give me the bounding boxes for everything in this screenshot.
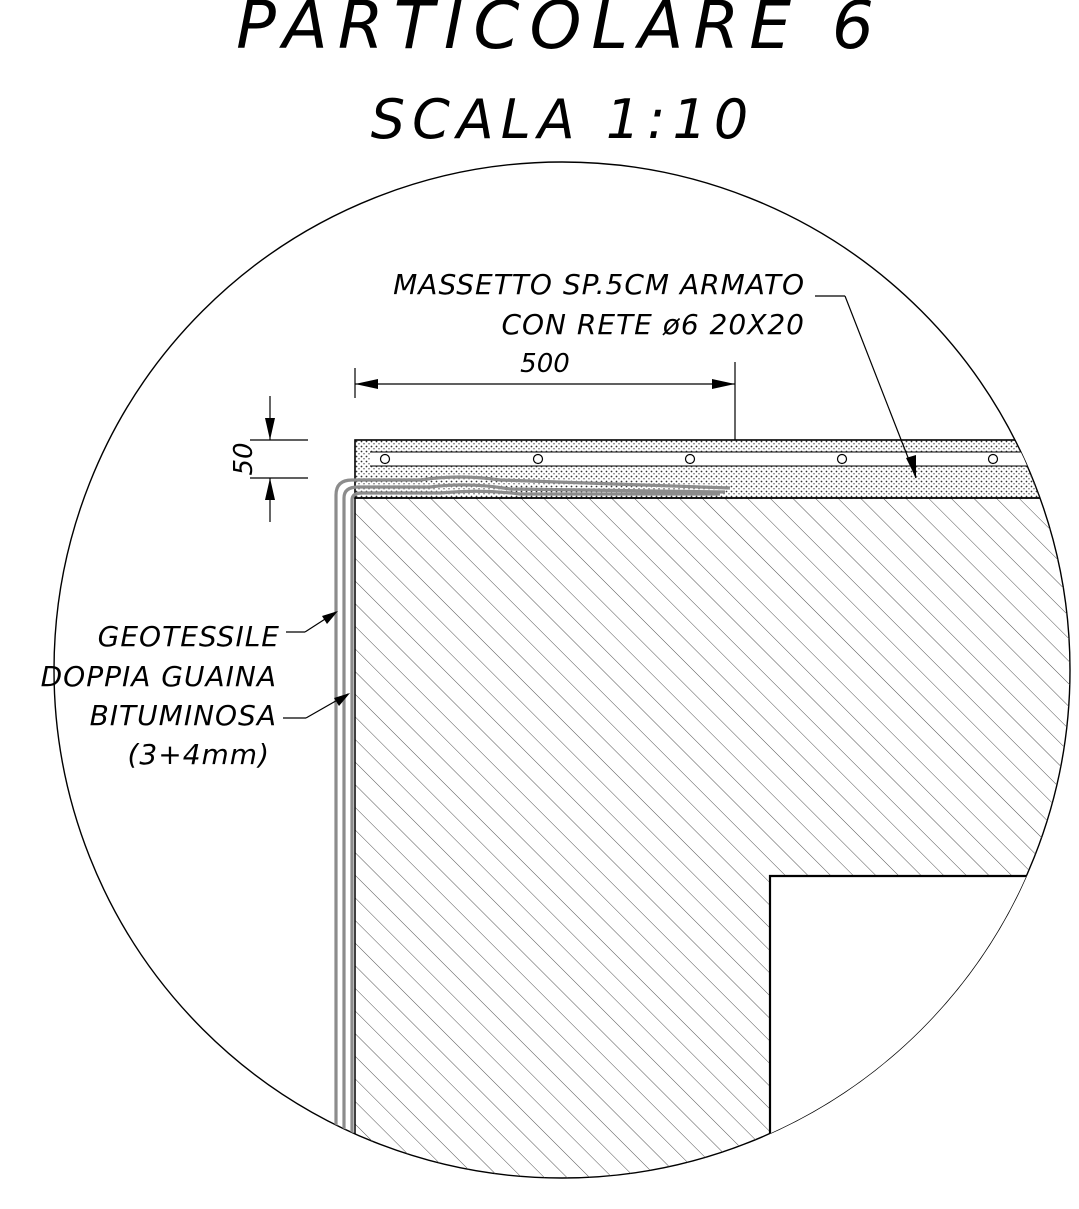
drawing-scale: SCALA 1:10 <box>371 88 755 151</box>
dimension-500-label: 500 <box>520 349 570 379</box>
mesh-band <box>370 452 1070 466</box>
massetto-label-line2: CON RETE ø6 20X20 <box>501 308 805 341</box>
slab-opening <box>770 876 1070 1178</box>
bituminous-membrane <box>334 475 731 1178</box>
guaina-leader <box>283 693 350 719</box>
geotessile-leader <box>286 611 338 633</box>
guaina-label-line2: BITUMINOSA <box>90 699 277 732</box>
dimension-50-label: 50 <box>229 442 259 475</box>
dimension-500 <box>354 362 736 440</box>
dimension-50 <box>250 396 308 522</box>
drawing-title: PARTICOLARE 6 <box>236 0 884 64</box>
geotessile-label: GEOTESSILE <box>98 620 280 653</box>
massetto-label-line1: MASSETTO SP.5CM ARMATO <box>393 268 805 301</box>
guaina-label-line3: (3+4mm) <box>128 738 271 771</box>
opening-outline <box>768 874 1070 1178</box>
massetto-leader <box>815 295 917 479</box>
concrete-slab <box>355 498 1070 1178</box>
guaina-label-line1: DOPPIA GUAINA <box>41 660 277 693</box>
rebar-dots <box>379 453 999 465</box>
screed-layer <box>354 439 1070 499</box>
